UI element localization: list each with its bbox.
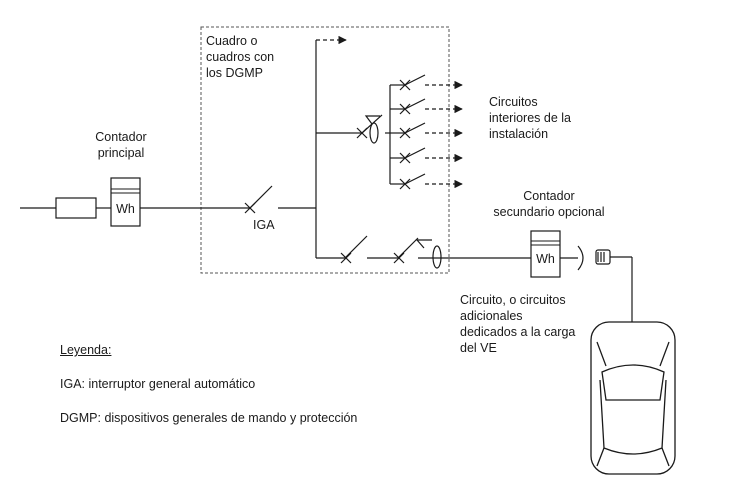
secondary-meter-label: Contador secundario opcional xyxy=(489,188,609,220)
meter-icon xyxy=(110,177,141,227)
main-meter-label-line: Contador xyxy=(95,130,147,144)
connector-icon xyxy=(577,245,633,322)
secondary-meter-label-line: secundario opcional xyxy=(493,205,605,219)
ev-circuits-line: dedicados a la carga xyxy=(460,325,576,339)
interior-circuits-line: instalación xyxy=(489,127,549,141)
secondary-meter-icon xyxy=(530,230,561,278)
panel-label-line: cuadros con xyxy=(206,50,275,64)
ev-circuits-line: adicionales xyxy=(460,309,523,323)
iga-label: IGA xyxy=(253,218,275,232)
secondary-meter-label-line: Contador xyxy=(523,189,575,203)
panel-label-line: Cuadro o xyxy=(206,34,258,48)
panel-box xyxy=(200,26,450,274)
main-meter-label-line: principal xyxy=(97,146,145,160)
differential-icon xyxy=(350,114,390,144)
legend-entry-iga: IGA: interruptor general automático xyxy=(60,377,256,391)
fuse-icon xyxy=(55,197,97,219)
car-icon xyxy=(590,321,676,475)
ev-circuits-line: Circuito, o circuitos xyxy=(460,293,566,307)
main-meter-label: Contador principal xyxy=(91,129,151,161)
ev-circuits-label: Circuito, o circuitos adicionales dedica… xyxy=(460,292,575,356)
ev-circuits-line: del VE xyxy=(460,341,497,355)
legend-title: Leyenda: xyxy=(60,343,112,357)
secondary-meter-unit: Wh xyxy=(536,252,555,266)
breaker-icon xyxy=(244,185,273,214)
branch-breakers xyxy=(399,74,463,190)
interior-branches xyxy=(389,84,405,185)
ev-circuit-line xyxy=(316,235,578,269)
legend-entry-dgmp: DGMP: dispositivos generales de mando y … xyxy=(60,411,358,425)
panel-bus xyxy=(315,35,350,258)
interior-circuits-line: Circuitos xyxy=(489,95,538,109)
panel-label-line: los DGMP xyxy=(206,66,263,80)
main-meter-unit: Wh xyxy=(116,202,135,216)
interior-circuits-line: interiores de la xyxy=(489,111,571,125)
interior-circuits-label: Circuitos interiores de la instalación xyxy=(489,94,571,142)
panel-label: Cuadro o cuadros con los DGMP xyxy=(206,33,274,81)
